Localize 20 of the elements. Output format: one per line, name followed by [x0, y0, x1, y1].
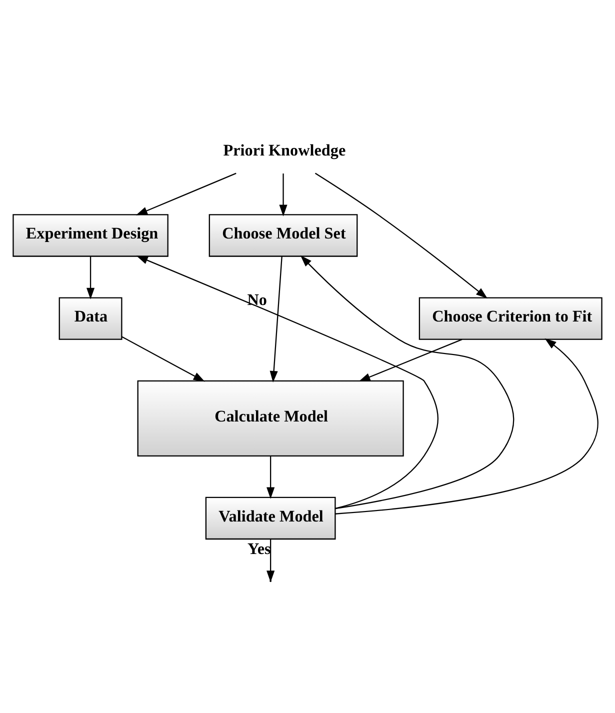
edge-label: Yes [247, 540, 271, 558]
arrow [279, 174, 288, 216]
node-box: Calculate Model [137, 380, 404, 456]
arrow [314, 172, 488, 299]
node-box: Data [58, 297, 122, 340]
arrow [86, 256, 95, 300]
arrow [266, 456, 275, 499]
node-box: Validate Model [205, 496, 336, 540]
edge-label: No [247, 292, 268, 310]
arrow [358, 338, 462, 382]
arrow [270, 256, 282, 382]
arrow [300, 255, 514, 510]
arrow [122, 336, 205, 382]
arrow [136, 256, 438, 509]
node-box: Experiment Design [12, 214, 168, 257]
arrow [136, 172, 236, 216]
arrow [335, 338, 598, 514]
node-text: Priori Knowledge [223, 142, 346, 160]
node-box: Choose Model Set [208, 214, 358, 257]
node-box: Choose Criterion to Fit [418, 297, 602, 340]
